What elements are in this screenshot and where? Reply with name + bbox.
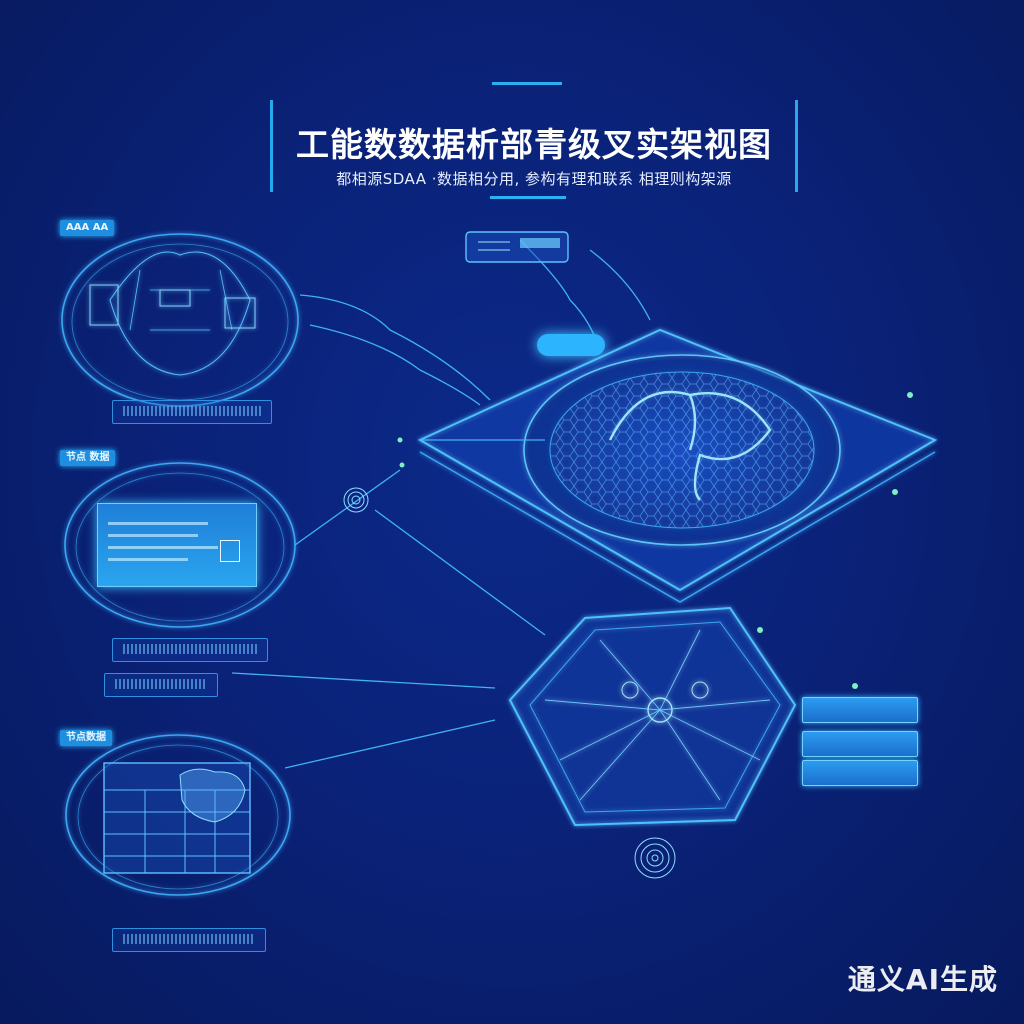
top-info-chip	[465, 231, 569, 263]
module-tag-2[interactable]: 节点 数据	[60, 450, 116, 466]
title-left-bar	[270, 100, 273, 192]
left-ring-1	[61, 233, 299, 407]
text-row	[112, 400, 272, 424]
right-chip-2[interactable]	[802, 731, 918, 757]
data-card[interactable]	[97, 503, 257, 587]
right-chip-3[interactable]	[802, 760, 918, 786]
watermark: 通义AI生成	[847, 963, 998, 996]
right-chip-1[interactable]	[802, 697, 918, 723]
spiral-node-2	[634, 837, 676, 879]
card-line	[108, 558, 188, 561]
card-line	[108, 522, 208, 525]
lower-platform	[508, 606, 797, 827]
module-tag-3[interactable]: 节点数据	[60, 730, 112, 746]
spiral-node-1	[343, 487, 369, 513]
left-ring-3	[65, 734, 291, 896]
node-dots	[397, 392, 913, 689]
title-top-line	[492, 82, 562, 85]
page-title: 工能数数据析部青级叉实架视图	[296, 125, 772, 164]
upper-platform	[417, 328, 938, 603]
card-line	[108, 534, 198, 537]
title-right-bar	[795, 100, 798, 192]
text-row	[112, 638, 268, 662]
text-row	[112, 928, 266, 952]
title-bottom-line	[490, 196, 566, 199]
module-tag-1[interactable]: AAA AA	[60, 220, 115, 236]
card-line	[108, 546, 218, 549]
card-icon	[220, 540, 240, 562]
page-subtitle: 都相源SDAA ·数据相分用, 参构有理和联系 相理则构架源	[336, 170, 732, 188]
title-block: 工能数数据析部青级叉实架视图 都相源SDAA ·数据相分用, 参构有理和联系 相…	[270, 100, 798, 192]
highlight-pill[interactable]	[537, 334, 605, 356]
table-panel	[103, 762, 251, 874]
text-row	[104, 673, 218, 697]
